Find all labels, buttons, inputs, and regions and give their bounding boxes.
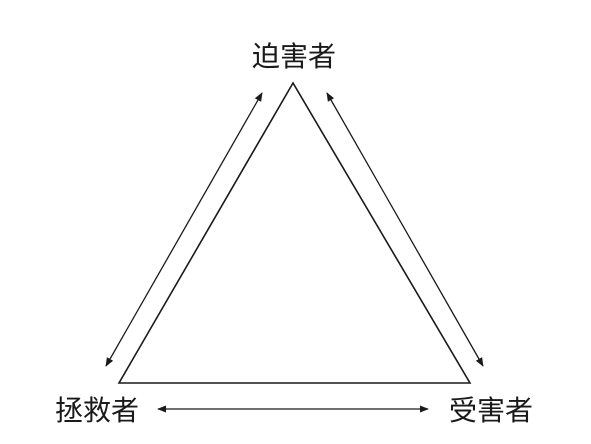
label-victim: 受害者	[449, 394, 533, 427]
triangle-outline	[117, 81, 472, 384]
arrow-persecutor-rescuer	[105, 92, 263, 367]
label-persecutor: 迫害者	[252, 40, 336, 73]
arrow-persecutor-victim	[326, 92, 484, 367]
label-rescuer: 拯救者	[55, 394, 139, 427]
